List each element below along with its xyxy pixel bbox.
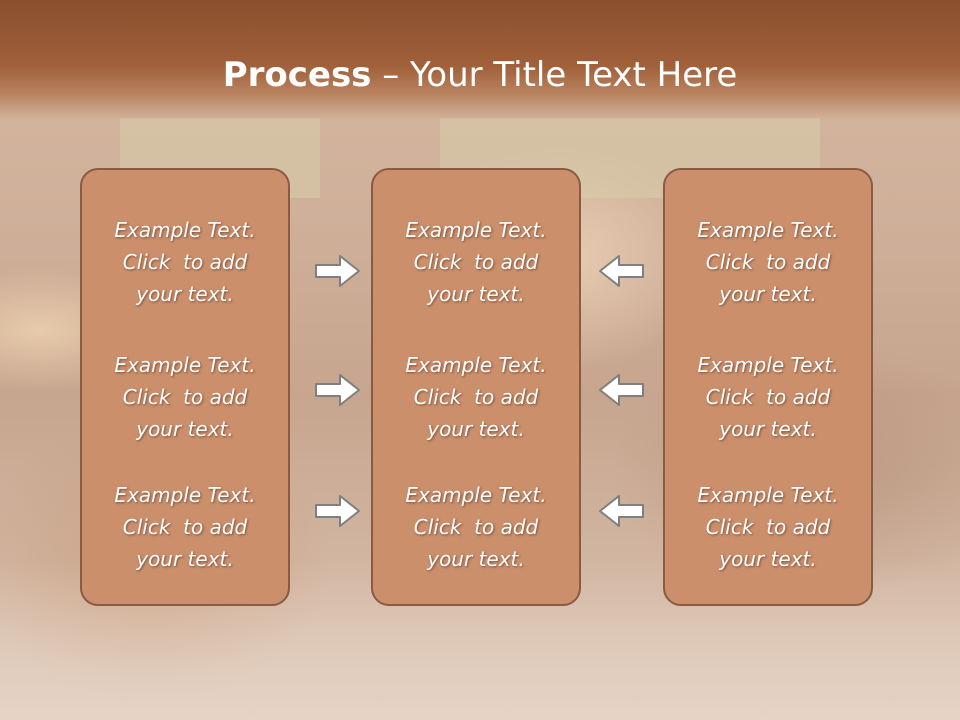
process-box-right[interactable]: Example Text. Click to add your text. Ex… [663, 168, 873, 606]
text-line: your text. [427, 547, 525, 571]
text-placeholder[interactable]: Example Text. Click to add your text. [82, 479, 288, 575]
text-line: Click to add [122, 385, 248, 409]
text-placeholder[interactable]: Example Text. Click to add your text. [82, 214, 288, 310]
text-line: Example Text. [405, 218, 547, 242]
arrow-right-icon [315, 495, 360, 527]
text-line: Example Text. [114, 483, 256, 507]
arrow-right-icon [315, 255, 360, 287]
text-line: your text. [719, 547, 817, 571]
arrow-left-icon [599, 374, 644, 406]
text-line: Click to add [705, 515, 831, 539]
text-placeholder[interactable]: Example Text. Click to add your text. [373, 349, 579, 445]
text-line: Click to add [705, 250, 831, 274]
text-line: Example Text. [405, 483, 547, 507]
text-line: Click to add [122, 515, 248, 539]
text-placeholder[interactable]: Example Text. Click to add your text. [665, 214, 871, 310]
text-line: your text. [427, 417, 525, 441]
process-box-left[interactable]: Example Text. Click to add your text. Ex… [80, 168, 290, 606]
text-placeholder[interactable]: Example Text. Click to add your text. [373, 214, 579, 310]
text-line: your text. [719, 282, 817, 306]
text-placeholder[interactable]: Example Text. Click to add your text. [665, 349, 871, 445]
text-line: your text. [136, 547, 234, 571]
title-rest: – Your Title Text Here [371, 55, 738, 95]
arrow-left-icon [599, 495, 644, 527]
text-line: Example Text. [405, 353, 547, 377]
text-line: your text. [719, 417, 817, 441]
process-box-center[interactable]: Example Text. Click to add your text. Ex… [371, 168, 581, 606]
slide-title[interactable]: Process – Your Title Text Here [0, 50, 960, 100]
text-line: your text. [427, 282, 525, 306]
text-line: Click to add [122, 250, 248, 274]
text-line: Example Text. [114, 353, 256, 377]
text-line: Click to add [705, 385, 831, 409]
title-bar [0, 0, 960, 120]
arrow-right-icon [315, 374, 360, 406]
text-line: Example Text. [114, 218, 256, 242]
text-placeholder[interactable]: Example Text. Click to add your text. [665, 479, 871, 575]
title-bold: Process [222, 55, 372, 95]
text-line: Click to add [413, 385, 539, 409]
arrow-left-icon [599, 255, 644, 287]
text-line: Click to add [413, 250, 539, 274]
text-line: your text. [136, 417, 234, 441]
text-line: Example Text. [697, 218, 839, 242]
text-line: Click to add [413, 515, 539, 539]
text-placeholder[interactable]: Example Text. Click to add your text. [373, 479, 579, 575]
text-placeholder[interactable]: Example Text. Click to add your text. [82, 349, 288, 445]
text-line: Example Text. [697, 353, 839, 377]
text-line: your text. [136, 282, 234, 306]
text-line: Example Text. [697, 483, 839, 507]
